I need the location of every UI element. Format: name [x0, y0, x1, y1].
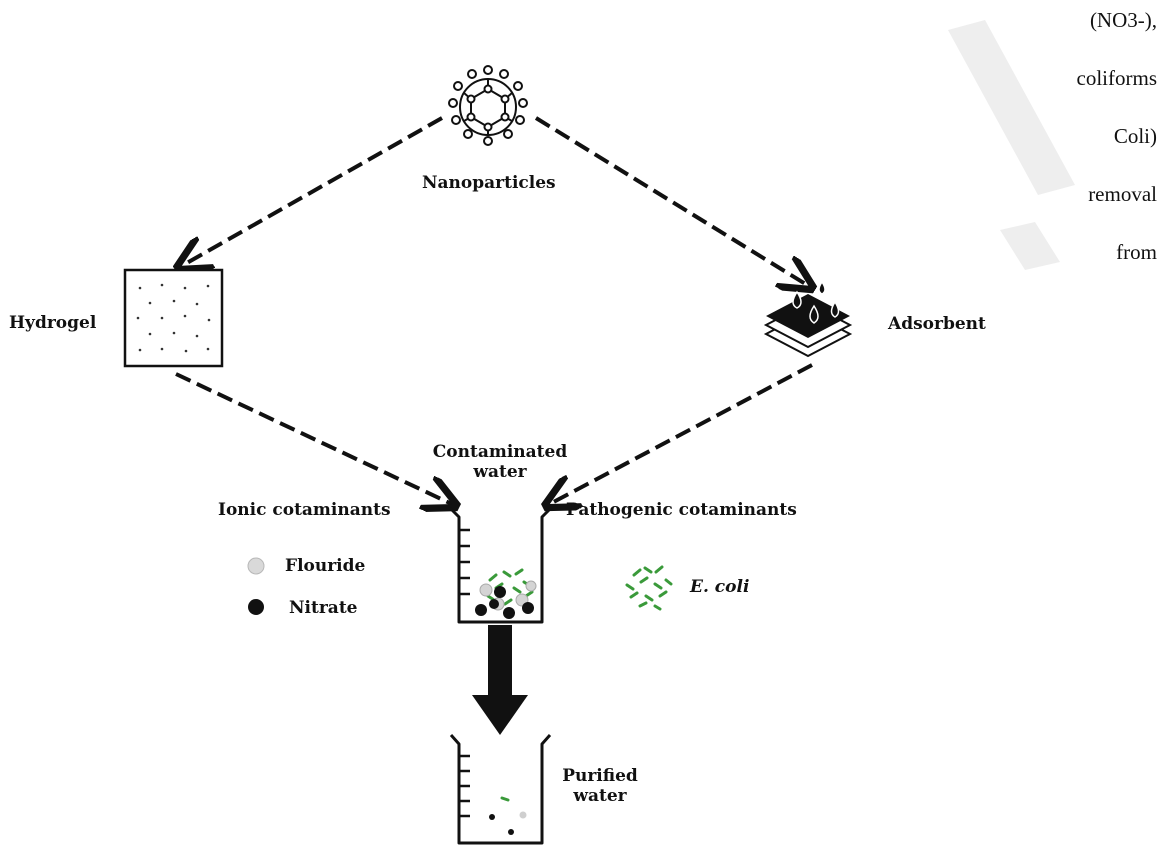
side-text-line-1: (NO3-),	[1089, 8, 1157, 32]
contaminated-water-label: Contaminated water	[420, 442, 580, 482]
connector-lines	[175, 116, 813, 506]
watermark-stripe-2	[1000, 222, 1060, 270]
side-text-line-3: Coli)	[1113, 124, 1157, 148]
purified-water-line-2: water	[573, 786, 627, 806]
purified-water-label: Purified water	[555, 766, 645, 806]
hydrogel-label: Hydrogel	[9, 313, 97, 333]
arrow-nano-to-hydrogel	[178, 116, 443, 268]
side-text-line-4: removal	[1088, 182, 1157, 206]
down-arrow-icon	[472, 625, 528, 735]
ionic-contaminants-label: Ionic cotaminants	[218, 500, 391, 520]
ecoli-icon	[625, 565, 673, 611]
adsorbent-icon	[763, 280, 853, 358]
arrow-adsorbent-to-beaker	[546, 363, 813, 506]
arrow-hydrogel-to-beaker	[175, 372, 456, 506]
fluoride-icon	[247, 557, 265, 575]
contaminated-water-line-2: water	[473, 462, 527, 482]
nitrate-label: Nitrate	[289, 598, 358, 618]
watermark-stripe	[948, 20, 1075, 195]
purified-water-line-1: Purified	[562, 766, 638, 786]
contaminated-beaker-icon	[448, 506, 553, 624]
side-text-line-2: coliforms	[1076, 66, 1157, 90]
nanoparticles-label: Nanoparticles	[422, 173, 556, 193]
purified-beaker-icon	[449, 734, 552, 845]
fluoride-label: Flouride	[285, 556, 366, 576]
nitrate-icon	[248, 599, 264, 615]
contaminated-water-line-1: Contaminated	[432, 442, 568, 462]
side-text-line-5: from	[1116, 240, 1157, 264]
adsorbent-label: Adsorbent	[888, 314, 986, 334]
arrow-nano-to-adsorbent	[534, 116, 812, 288]
ecoli-label: E. coli	[690, 577, 750, 597]
nanoparticle-icon	[448, 65, 528, 146]
hydrogel-icon	[123, 268, 224, 368]
pathogenic-contaminants-label: Pathogenic cotaminants	[566, 500, 797, 520]
